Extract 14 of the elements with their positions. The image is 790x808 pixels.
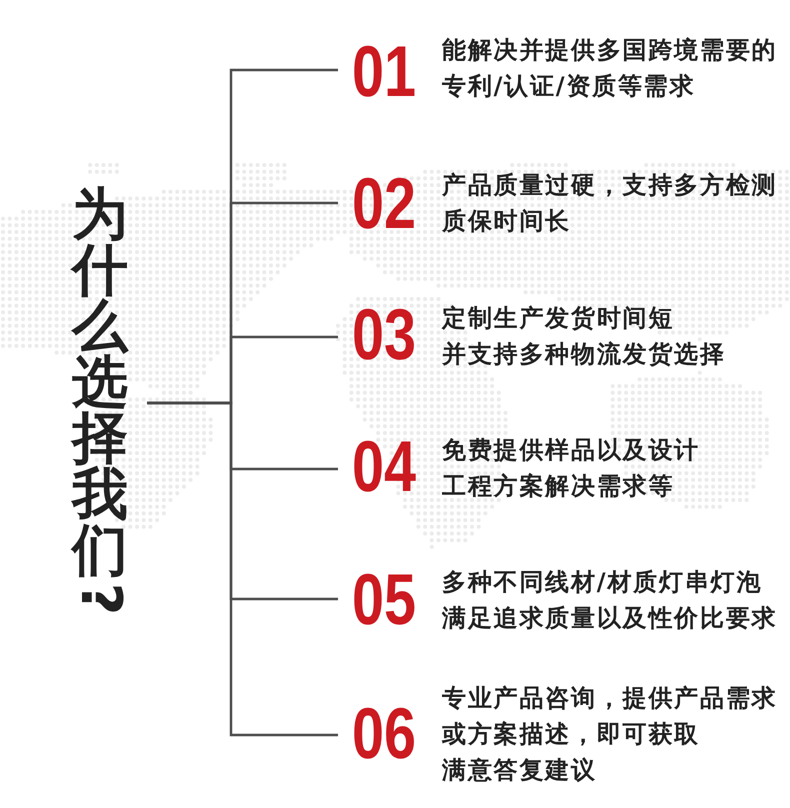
item-text: 专业产品咨询，提供产品需求或方案描述，即可获取满意答复建议 xyxy=(442,683,778,786)
item-number: 02 xyxy=(352,168,416,240)
item-number: 05 xyxy=(352,564,416,636)
item-text: 能解决并提供多国跨境需要的专利/认证/资质等需求 xyxy=(442,35,778,102)
item-number: 01 xyxy=(352,36,416,108)
item-text: 免费提供样品以及设计工程方案解决需求等 xyxy=(442,435,700,502)
item-number: 03 xyxy=(352,298,416,370)
vertical-title: 为什么选择我们? xyxy=(72,187,128,618)
item-text: 产品质量过硬，支持多方检测质保时间长 xyxy=(442,170,778,237)
item-text: 多种不同线材/材质灯串灯泡满足追求质量以及性价比要求 xyxy=(442,567,778,634)
item-number: 04 xyxy=(352,430,416,502)
item-number: 06 xyxy=(352,698,416,770)
item-text: 定制生产发货时间短并支持多种物流发货选择 xyxy=(442,303,726,370)
connector-line xyxy=(147,402,338,736)
